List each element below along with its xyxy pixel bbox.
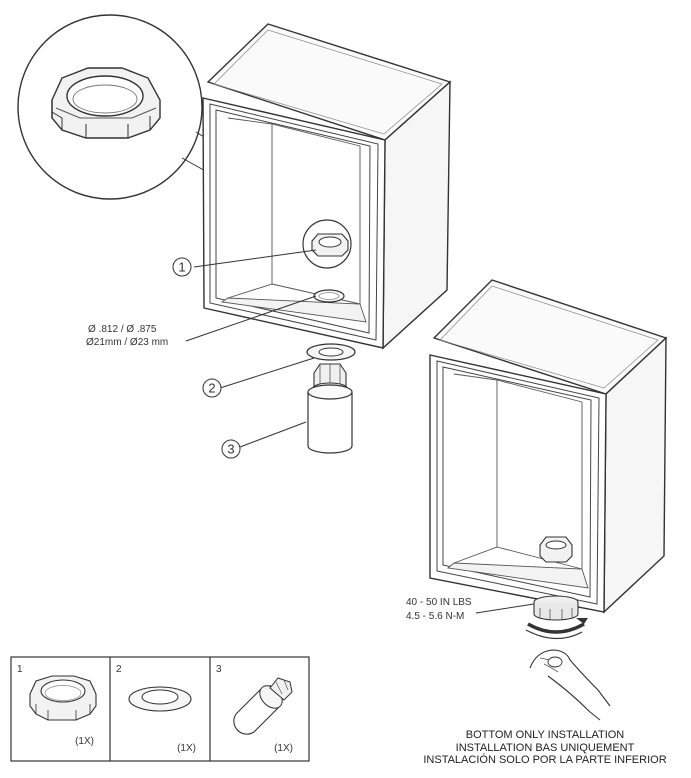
torque-metric: 4.5 - 5.6 N-M [406, 611, 465, 622]
svg-text:(1X): (1X) [274, 743, 293, 754]
exploded-washer-icon [306, 343, 356, 361]
enclosure-top [202, 23, 452, 350]
parts-table: 1 (1X) 2 (1X) 3 [10, 656, 310, 762]
caption-english: BOTTOM ONLY INSTALLATION [465, 729, 625, 741]
hand-icon [529, 649, 611, 721]
hole-dimension-imperial: Ø .812 / Ø .875 [88, 324, 157, 335]
parts-table-cell-1: 1 (1X) [17, 664, 97, 747]
svg-text:1: 1 [17, 664, 23, 675]
locknut-in-enclosure-icon [311, 233, 349, 257]
connector-icon [233, 677, 293, 735]
svg-text:(1X): (1X) [177, 743, 196, 754]
locknut-detail-magnifier [17, 14, 203, 200]
installation-caption: BOTTOM ONLY INSTALLATION INSTALLATION BA… [405, 729, 685, 767]
rotate-clockwise-arrow-icon [525, 618, 588, 640]
torque-imperial: 40 - 50 IN LBS [406, 597, 472, 608]
callout-1: 1 [172, 257, 192, 277]
locknut-icon [29, 675, 97, 721]
installed-locknut-icon [539, 536, 573, 563]
installed-connector-icon [533, 595, 579, 621]
enclosure-installed [429, 279, 668, 721]
callout-2: 2 [202, 378, 222, 398]
locknut-detail-icon [51, 67, 161, 139]
caption-french: INSTALLATION BAS UNIQUEMENT [455, 741, 635, 754]
parts-table-cell-2: 2 (1X) [116, 664, 196, 754]
hole-dimension-metric: Ø21mm / Ø23 mm [86, 337, 169, 348]
svg-text:(1X): (1X) [75, 736, 94, 747]
caption-spanish: INSTALACIÓN SOLO POR LA PARTE INFERIOR [423, 754, 667, 766]
exploded-connector-icon [307, 363, 353, 454]
svg-text:3: 3 [227, 442, 234, 457]
svg-text:2: 2 [116, 664, 122, 675]
svg-text:2: 2 [208, 381, 215, 396]
callout-3: 3 [221, 439, 241, 459]
washer-icon [128, 686, 192, 712]
svg-text:3: 3 [216, 664, 222, 675]
svg-text:1: 1 [178, 260, 185, 275]
parts-table-cell-3: 3 (1X) [216, 664, 293, 754]
